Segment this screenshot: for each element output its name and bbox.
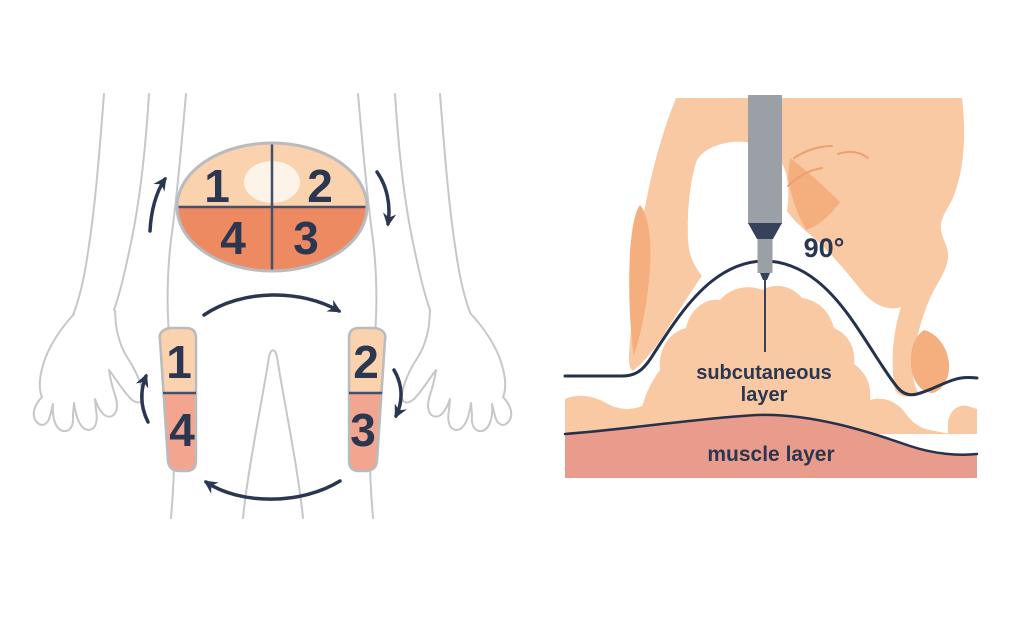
pinched-skin-outline	[563, 259, 979, 397]
right-hand-outline	[400, 310, 513, 433]
right-thigh-top-segment	[349, 328, 385, 393]
arrow-up-left-thigh-icon	[135, 373, 150, 424]
pen-hub	[757, 239, 773, 273]
thumb-side-shading	[629, 205, 651, 356]
fingertip-shading	[910, 330, 950, 393]
arrow-down-right-thigh-icon	[392, 368, 407, 419]
pen-barrel	[748, 95, 782, 224]
left-hand-outline	[32, 310, 145, 433]
skin-flap-right	[948, 405, 977, 434]
injection-pen	[748, 95, 782, 352]
right-outer-arm-line	[439, 93, 472, 316]
subcutaneous-bump	[639, 285, 950, 434]
abdomen-zone-1-label: 1	[204, 160, 230, 212]
rotation-diagram: 1 2 4 3 1 4 2 3	[32, 93, 513, 519]
abdomen-zone-2-label: 2	[307, 160, 333, 212]
left-thigh-top-segment	[160, 328, 196, 393]
arrow-curve-right-icon	[202, 293, 342, 317]
pinching-hand	[629, 98, 965, 397]
muscle-boundary-line	[563, 413, 979, 456]
left-outer-arm-line	[72, 93, 105, 316]
abdomen-border	[175, 141, 369, 273]
body-outline	[32, 93, 513, 519]
arrow-down-right-abdomen-icon	[375, 170, 397, 227]
hand-shape	[629, 98, 965, 397]
arrow-up-left-abdomen-icon	[148, 176, 167, 233]
muscle-band	[565, 414, 977, 478]
right-thigh-bottom-segment	[349, 393, 381, 471]
left-thigh-site: 1 4	[158, 326, 198, 473]
left-thigh-zone-1-label: 1	[166, 336, 192, 388]
inner-legs-line	[242, 349, 304, 519]
skin-flap-left	[565, 395, 656, 434]
technique-labels: 90° subcutaneous layer muscle layer	[696, 233, 844, 466]
subcutaneous-label-line2: layer	[741, 384, 788, 406]
tissue-layers	[563, 259, 979, 478]
subcutaneous-label-line1: subcutaneous	[696, 362, 832, 384]
right-thigh-zone-3-label: 3	[350, 404, 376, 456]
pen-taper	[748, 223, 782, 239]
knuckle-crease-1	[793, 145, 833, 159]
abdomen-sites: 1 2 4 3	[175, 141, 369, 273]
abdomen-zone-3-label: 3	[293, 212, 319, 264]
arrow-curve-left-icon	[203, 479, 342, 501]
left-thigh-bottom-segment	[164, 393, 196, 471]
left-inner-arm-line	[113, 93, 150, 311]
pen-tip	[760, 273, 770, 280]
knuckle-crease-2	[787, 167, 823, 187]
right-thigh-site: 2 3	[347, 326, 387, 473]
abdomen-zone-4-label: 4	[220, 212, 246, 264]
muscle-label: muscle layer	[707, 443, 834, 466]
left-thigh-border	[158, 326, 198, 473]
right-inner-arm-line	[394, 93, 431, 311]
technique-diagram: 90° subcutaneous layer muscle layer	[563, 95, 979, 478]
left-thigh-zone-4-label: 4	[169, 404, 195, 456]
angle-label: 90°	[804, 233, 845, 263]
right-thigh-zone-2-label: 2	[353, 336, 379, 388]
knuckle-crease-3	[837, 150, 869, 159]
rotation-arrows	[135, 170, 407, 501]
